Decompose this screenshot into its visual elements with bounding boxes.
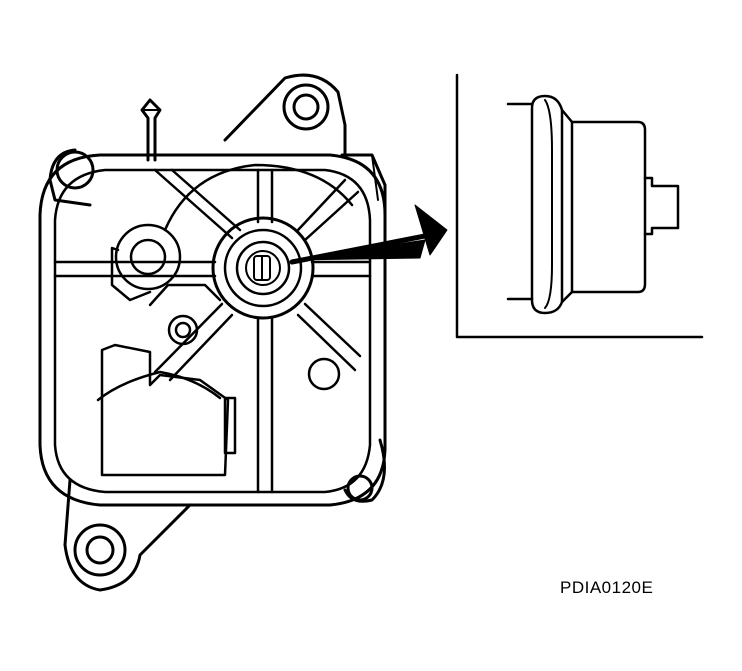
output-shaft [211,216,315,320]
small-bosses [148,283,341,391]
detail-frame [455,73,704,339]
shaft-detail-view [455,73,704,339]
vent-nozzle [140,98,162,162]
gear-arc [163,163,354,232]
detail-arrow [289,204,448,265]
motor-body [96,343,237,477]
housing-ribs [53,168,372,494]
left-boss [110,223,182,302]
actuator-housing [38,153,387,507]
reference-code: PDIA0120E [560,578,654,597]
